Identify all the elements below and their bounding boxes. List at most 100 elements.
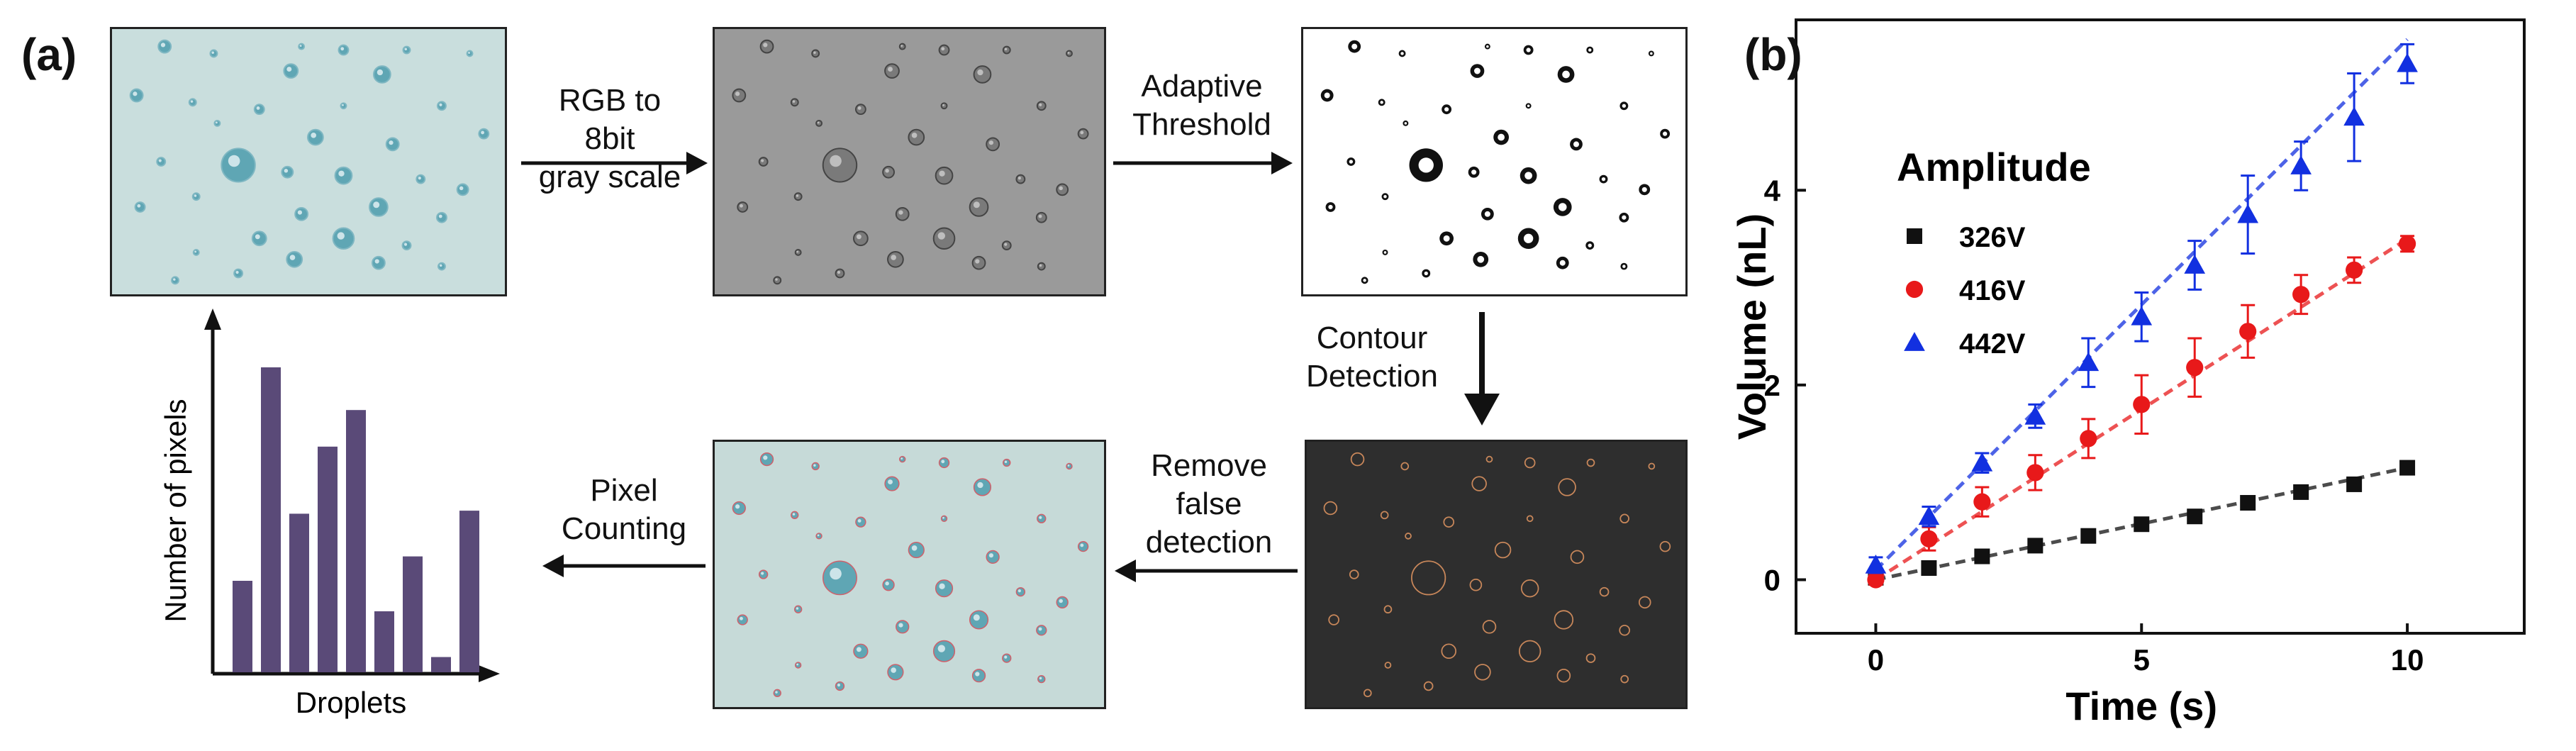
grayscale-image — [713, 27, 1106, 296]
data-point — [2187, 508, 2203, 525]
step-text: false — [1176, 486, 1242, 521]
droplet — [758, 157, 769, 167]
droplet — [815, 119, 823, 127]
data-point — [2397, 52, 2418, 72]
legend-marker — [1904, 332, 1925, 351]
data-point — [1920, 530, 1938, 547]
series-442V — [1865, 38, 2418, 574]
data-point — [2026, 464, 2044, 482]
droplet — [1346, 157, 1356, 166]
droplet — [1442, 104, 1452, 115]
step-text: Pixel — [590, 473, 658, 508]
y-tick-label: 4 — [1764, 174, 1781, 207]
droplet — [737, 614, 748, 625]
droplet — [1524, 457, 1536, 469]
data-point — [1918, 506, 1940, 525]
droplet — [1484, 43, 1490, 50]
droplet — [1553, 198, 1572, 216]
droplet — [401, 240, 412, 250]
x-tick-label: 10 — [2391, 643, 2424, 677]
data-point — [2184, 255, 2206, 274]
droplet — [1557, 66, 1575, 83]
legend-label: 326V — [1959, 222, 2026, 253]
step-adaptive-threshold: Adaptive Threshold — [1106, 67, 1298, 144]
droplet — [986, 550, 1000, 564]
data-point — [2078, 352, 2100, 372]
pixel-counting-image — [713, 440, 1106, 709]
droplet — [932, 227, 956, 250]
droplet — [372, 255, 386, 270]
histogram-y-label: Number of pixels — [159, 399, 192, 622]
histogram-bar — [289, 513, 309, 672]
droplet — [853, 643, 869, 659]
droplet — [1378, 99, 1385, 106]
droplet — [1639, 184, 1651, 196]
step-text: Contour — [1316, 321, 1428, 355]
data-point — [2343, 106, 2365, 126]
droplet — [971, 255, 986, 270]
plot-frame — [1795, 18, 2526, 635]
droplet — [1620, 262, 1628, 270]
droplet — [209, 49, 218, 58]
droplet — [1066, 462, 1073, 470]
droplet — [1323, 501, 1338, 516]
y-tick-label: 2 — [1764, 369, 1780, 402]
histogram-bar — [403, 556, 423, 672]
droplet — [416, 174, 426, 184]
droplet — [402, 45, 411, 55]
droplet — [436, 211, 447, 223]
histogram-bar — [459, 511, 479, 672]
droplet — [437, 262, 446, 271]
droplet — [1422, 269, 1431, 278]
droplet — [896, 620, 910, 634]
droplet — [1469, 579, 1483, 591]
droplet — [973, 65, 992, 84]
droplet — [737, 201, 749, 213]
droplet — [973, 478, 992, 496]
data-point — [1974, 548, 1990, 564]
droplet — [758, 569, 769, 579]
histogram-bar — [318, 446, 338, 672]
data-point — [2237, 204, 2259, 223]
legend-marker — [1907, 228, 1922, 244]
data-point — [2346, 261, 2363, 279]
droplet — [1619, 624, 1630, 636]
droplet — [732, 501, 746, 516]
histogram-y-arrow — [204, 308, 221, 330]
droplet — [1077, 128, 1089, 140]
droplet — [732, 88, 747, 103]
droplet — [1619, 212, 1629, 223]
histogram-bar — [261, 367, 281, 672]
step-text: RGB to — [558, 83, 662, 118]
droplet — [908, 128, 925, 146]
droplet — [852, 230, 869, 247]
droplet — [1036, 625, 1047, 636]
data-point — [1973, 493, 1991, 511]
droplet — [1659, 540, 1671, 552]
droplet — [1015, 174, 1026, 184]
step-text: Threshold — [1132, 107, 1271, 142]
droplet — [940, 102, 948, 110]
data-point — [2186, 359, 2204, 377]
droplet — [1037, 513, 1047, 523]
arrow-rgb-to-gray — [521, 152, 708, 174]
droplet — [129, 88, 144, 103]
data-point — [2080, 430, 2097, 447]
droplet — [882, 579, 895, 591]
droplet — [373, 65, 391, 84]
droplet — [1380, 511, 1389, 520]
droplet — [884, 63, 900, 79]
droplet — [1003, 458, 1011, 467]
droplet — [1660, 128, 1671, 139]
droplet — [1015, 586, 1026, 597]
droplet — [1348, 40, 1361, 53]
droplet — [938, 457, 950, 469]
droplet — [835, 268, 845, 279]
droplet — [1481, 207, 1494, 221]
droplet — [1398, 50, 1406, 57]
droplet — [1056, 596, 1069, 608]
panel-b-label: (b) — [1744, 29, 1802, 80]
droplet — [887, 664, 904, 681]
step-text: detection — [1145, 525, 1273, 560]
